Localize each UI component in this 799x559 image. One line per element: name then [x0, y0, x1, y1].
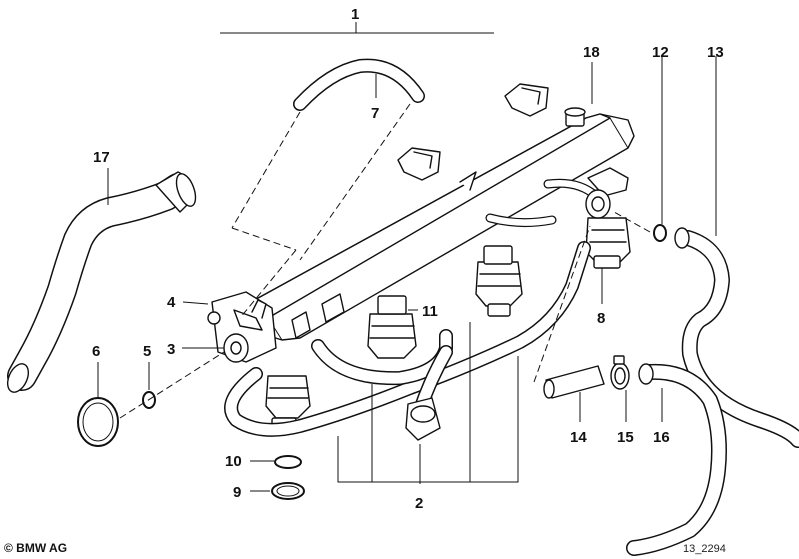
- callout-13: 13: [707, 44, 724, 61]
- pressure-regulator-part-3: [207, 291, 277, 363]
- callout-3: 3: [167, 341, 175, 358]
- injector-part-8b: [475, 245, 523, 317]
- fuel-rail-part-1: [239, 83, 635, 341]
- callout-5: 5: [143, 343, 151, 360]
- callout-10: 10: [225, 453, 242, 470]
- callout-9: 9: [233, 484, 241, 501]
- callout-8: 8: [597, 310, 605, 327]
- sleeve-part-14: [543, 365, 605, 399]
- callout-14: 14: [570, 429, 587, 446]
- callout-6: 6: [92, 343, 100, 360]
- injector-part-11: [367, 295, 417, 359]
- clamp-part-15: [610, 355, 630, 390]
- hose-part-16: [626, 363, 727, 556]
- callout-1: 1: [351, 6, 359, 23]
- callout-16: 16: [653, 429, 670, 446]
- callout-12: 12: [652, 44, 669, 61]
- hose-part-7: [293, 58, 425, 111]
- callout-7: 7: [371, 105, 379, 122]
- copyright-notice: © BMW AG: [4, 541, 67, 555]
- hose-part-13: [674, 227, 799, 448]
- o-ring-part-12: [653, 224, 667, 242]
- callout-4: 4: [167, 294, 176, 311]
- o-ring-part-10: [274, 455, 302, 469]
- wiring-loom-part-2: [224, 178, 611, 441]
- diagram-reference-number: 13_2294: [683, 543, 726, 555]
- callout-11: 11: [422, 303, 438, 320]
- o-ring-part-6: [77, 397, 119, 447]
- injector-part-8: [585, 217, 631, 269]
- callout-17: 17: [93, 149, 110, 166]
- callout-2: 2: [415, 495, 423, 512]
- callout-18: 18: [583, 44, 600, 61]
- hose-part-17: [6, 171, 197, 393]
- leader-lines: [97, 22, 717, 492]
- callout-15: 15: [617, 429, 634, 446]
- o-ring-part-9: [271, 482, 305, 500]
- callout-labels: 1 7 17 18 12 13 4 11 8 6 5 3 14 15 16 10…: [92, 6, 724, 512]
